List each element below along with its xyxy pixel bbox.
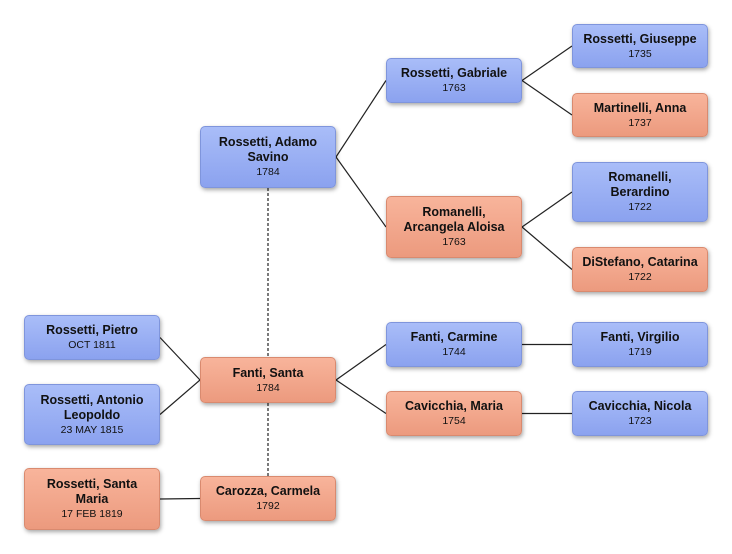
person-name: Martinelli, Anna bbox=[593, 100, 687, 115]
person-date: 1735 bbox=[628, 47, 652, 60]
person-card-giuseppe[interactable]: Rossetti, Giuseppe 1735 bbox=[572, 24, 708, 68]
person-name: Cavicchia, Maria bbox=[405, 399, 503, 413]
parent-connector bbox=[335, 80, 387, 158]
parent-connector bbox=[159, 337, 201, 381]
person-name: Rossetti, Pietro bbox=[46, 323, 138, 337]
person-card-berardino[interactable]: Romanelli, Berardino 1722 bbox=[572, 162, 708, 222]
person-name: Fanti, Carmine bbox=[410, 330, 498, 344]
person-name: DiStefano, Catarina bbox=[582, 255, 698, 269]
parent-connector bbox=[159, 497, 201, 500]
person-card-santa[interactable]: Fanti, Santa 1784 bbox=[200, 357, 336, 403]
person-card-virgilio[interactable]: Fanti, Virgilio 1719 bbox=[572, 322, 708, 367]
parent-connector bbox=[335, 344, 387, 381]
parent-connector bbox=[521, 45, 573, 81]
person-name: Rossetti, Santa Maria bbox=[46, 477, 138, 506]
person-card-pietro[interactable]: Rossetti, Pietro OCT 1811 bbox=[24, 315, 160, 360]
person-date: 17 FEB 1819 bbox=[61, 508, 123, 520]
person-card-catarina[interactable]: DiStefano, Catarina 1722 bbox=[572, 247, 708, 292]
person-card-carmela[interactable]: Carozza, Carmela 1792 bbox=[200, 476, 336, 521]
person-name: Romanelli, Berardino bbox=[608, 170, 672, 199]
person-name: Rossetti, Antonio Leopoldo bbox=[40, 392, 144, 422]
person-card-nicola[interactable]: Cavicchia, Nicola 1723 bbox=[572, 391, 708, 436]
person-name: Romanelli, Arcangela Aloisa bbox=[403, 205, 505, 234]
person-date: 1792 bbox=[256, 500, 280, 512]
parent-connector bbox=[521, 226, 573, 270]
person-date: 1719 bbox=[628, 346, 652, 358]
person-date: 1763 bbox=[442, 236, 466, 248]
person-card-arcangela[interactable]: Romanelli, Arcangela Aloisa 1763 bbox=[386, 196, 522, 258]
parent-connector bbox=[335, 156, 387, 228]
person-date: 1722 bbox=[628, 201, 652, 213]
person-card-carmine[interactable]: Fanti, Carmine 1744 bbox=[386, 322, 522, 367]
person-card-santa-maria[interactable]: Rossetti, Santa Maria 17 FEB 1819 bbox=[24, 468, 160, 530]
person-date: 1754 bbox=[442, 415, 466, 427]
person-date: 23 MAY 1815 bbox=[60, 423, 124, 436]
parent-connector bbox=[335, 379, 387, 414]
person-date: 1744 bbox=[442, 346, 466, 358]
person-name: Cavicchia, Nicola bbox=[588, 399, 692, 413]
person-name: Fanti, Virgilio bbox=[600, 330, 680, 344]
person-card-maria[interactable]: Cavicchia, Maria 1754 bbox=[386, 391, 522, 436]
person-date: 1723 bbox=[628, 415, 652, 427]
person-card-anna[interactable]: Martinelli, Anna 1737 bbox=[572, 93, 708, 137]
person-date: 1763 bbox=[442, 82, 466, 94]
person-name: Fanti, Santa bbox=[232, 365, 304, 380]
person-name: Rossetti, Gabriale bbox=[400, 66, 508, 80]
person-card-gabriale[interactable]: Rossetti, Gabriale 1763 bbox=[386, 58, 522, 103]
person-date: 1722 bbox=[628, 271, 652, 283]
person-name: Carozza, Carmela bbox=[215, 484, 321, 498]
person-date: OCT 1811 bbox=[68, 339, 116, 351]
person-name: Rossetti, Giuseppe bbox=[583, 31, 697, 46]
person-card-antonio[interactable]: Rossetti, Antonio Leopoldo 23 MAY 1815 bbox=[24, 384, 160, 445]
parent-connector bbox=[521, 80, 573, 116]
parent-connector bbox=[521, 191, 573, 228]
person-date: 1784 bbox=[256, 166, 280, 178]
parent-connector bbox=[159, 379, 201, 415]
person-date: 1784 bbox=[256, 381, 280, 394]
person-card-adamo[interactable]: Rossetti, Adamo Savino 1784 bbox=[200, 126, 336, 188]
person-date: 1737 bbox=[628, 116, 652, 129]
person-name: Rossetti, Adamo Savino bbox=[218, 135, 318, 164]
